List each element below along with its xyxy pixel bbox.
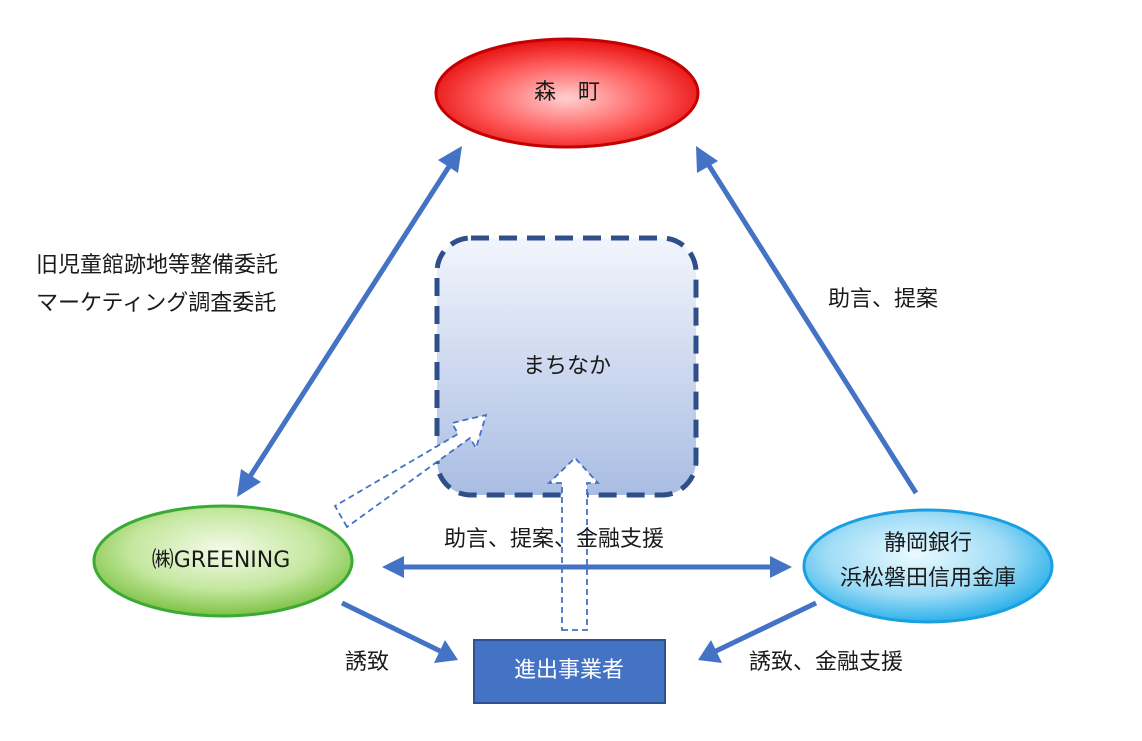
arrow-banks-businesses — [698, 600, 818, 663]
arrow-greening-mori — [237, 146, 462, 497]
banks-businesses-label: 誘致、金融支援 — [749, 650, 904, 675]
greening-businesses-label: 誘致 — [345, 650, 390, 675]
greening-mori-label-line1: 旧児童館跡地等整備委託 — [36, 253, 279, 278]
greening-mori-label-line2: マーケティング調査委託 — [36, 291, 277, 316]
banks-label-line2: 浜松磐田信用金庫 — [839, 566, 1017, 591]
businesses-label: 進出事業者 — [513, 658, 625, 683]
hollow-arrow-greening-to-machinaka — [333, 413, 488, 529]
mori-town-label: 森 町 — [533, 80, 601, 105]
mori-town-node — [434, 37, 700, 149]
hollow-arrow-businesses-to-machinaka — [546, 456, 601, 631]
banks-node — [802, 508, 1054, 624]
machinaka-box — [434, 235, 699, 498]
greening-node — [92, 504, 354, 618]
arrow-banks-mori — [696, 146, 919, 495]
banks-label-line1: 静岡銀行 — [883, 531, 973, 556]
greening-label: ㈱GREENING — [151, 548, 291, 573]
banks-greening-label: 助言、提案、金融支援 — [444, 527, 665, 552]
banks-mori-label: 助言、提案 — [828, 287, 939, 312]
arrow-greening-banks — [382, 556, 792, 578]
arrow-greening-businesses — [340, 600, 458, 663]
machinaka-label: まちなか — [522, 354, 612, 379]
businesses-node — [473, 639, 666, 704]
